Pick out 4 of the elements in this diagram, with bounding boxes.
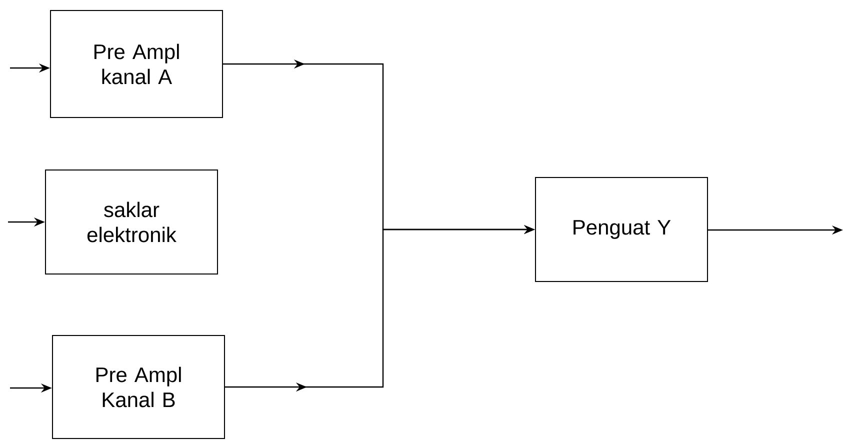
block-box: Pre Ampl kanal A <box>50 10 223 118</box>
block-box: saklar elektronik <box>45 170 218 274</box>
block-box: Pre Ampl Kanal B <box>52 335 225 439</box>
block-box: Penguat Y <box>535 177 708 282</box>
